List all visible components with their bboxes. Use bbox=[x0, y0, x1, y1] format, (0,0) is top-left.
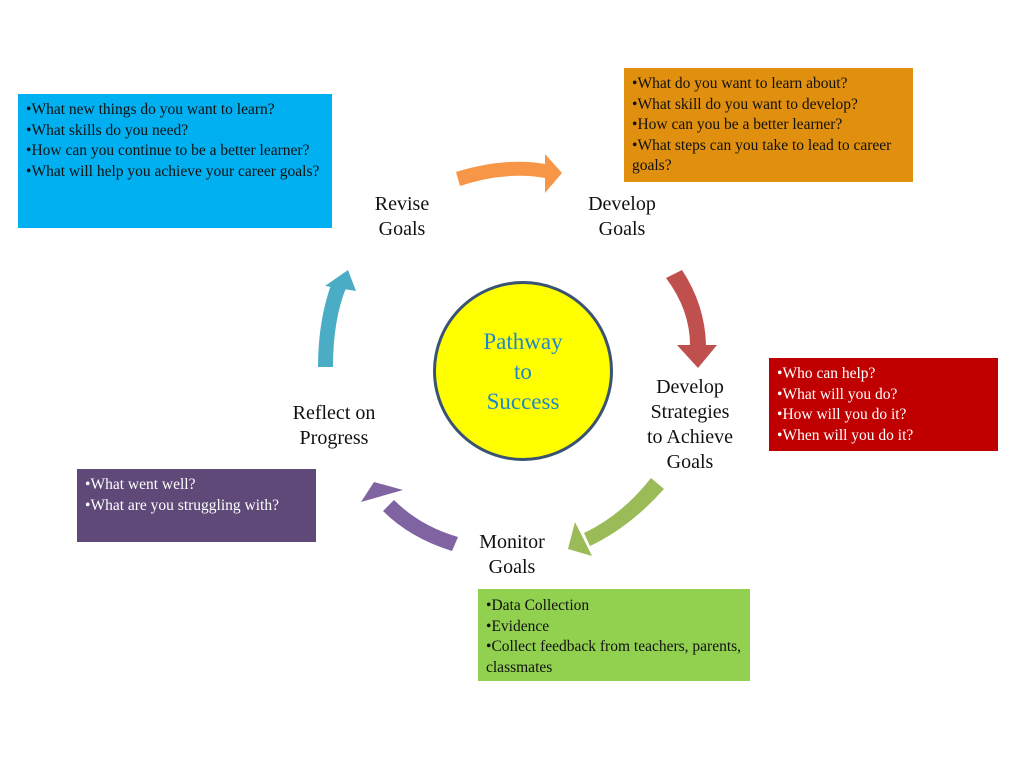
revise-questions-box: What new things do you want to learn? Wh… bbox=[18, 94, 332, 228]
list-item: When will you do it? bbox=[777, 426, 990, 447]
center-circle bbox=[433, 281, 613, 461]
list-item: What will you do? bbox=[777, 385, 990, 406]
step-revise-goals: Revise Goals bbox=[374, 193, 430, 240]
arrow-monitor-to-reflect bbox=[361, 482, 458, 551]
list-item: Who can help? bbox=[777, 364, 990, 385]
revise-questions-list: What new things do you want to learn? Wh… bbox=[26, 100, 324, 182]
list-item: What are you struggling with? bbox=[85, 496, 308, 517]
list-item: What skill do you want to develop? bbox=[632, 95, 905, 116]
monitor-items-list: Data Collection Evidence Collect feedbac… bbox=[486, 596, 742, 678]
step-develop-goals: Develop Goals bbox=[588, 193, 656, 240]
arrow-revise-to-develop bbox=[456, 154, 562, 193]
list-item: What do you want to learn about? bbox=[632, 74, 905, 95]
center-label: Pathway to Success bbox=[483, 329, 563, 414]
list-item: Collect feedback from teachers, parents,… bbox=[486, 637, 742, 678]
list-item: What new things do you want to learn? bbox=[26, 100, 324, 121]
list-item: What skills do you need? bbox=[26, 121, 324, 142]
list-item: Data Collection bbox=[486, 596, 742, 617]
list-item: How will you do it? bbox=[777, 405, 990, 426]
step-monitor-goals: Monitor Goals bbox=[479, 531, 545, 578]
step-develop-strategies: Develop Strategies to Achieve Goals bbox=[646, 376, 734, 473]
list-item: Evidence bbox=[486, 617, 742, 638]
step-reflect-on-progress: Reflect on Progress bbox=[292, 402, 376, 449]
arrow-reflect-to-revise bbox=[318, 270, 356, 367]
develop-questions-box: What do you want to learn about? What sk… bbox=[624, 68, 913, 182]
list-item: How can you continue to be a better lear… bbox=[26, 141, 324, 162]
list-item: What went well? bbox=[85, 475, 308, 496]
reflect-questions-list: What went well? What are you struggling … bbox=[85, 475, 308, 516]
strategy-questions-box: Who can help? What will you do? How will… bbox=[769, 358, 998, 451]
list-item: How can you be a better learner? bbox=[632, 115, 905, 136]
monitor-items-box: Data Collection Evidence Collect feedbac… bbox=[478, 589, 750, 681]
reflect-questions-box: What went well? What are you struggling … bbox=[77, 469, 316, 542]
strategy-questions-list: Who can help? What will you do? How will… bbox=[777, 364, 990, 446]
arrow-develop-to-strategies bbox=[666, 270, 717, 368]
list-item: What steps can you take to lead to caree… bbox=[632, 136, 905, 177]
list-item: What will help you achieve your career g… bbox=[26, 162, 324, 183]
develop-questions-list: What do you want to learn about? What sk… bbox=[632, 74, 905, 177]
arrow-strategies-to-monitor bbox=[568, 478, 664, 556]
